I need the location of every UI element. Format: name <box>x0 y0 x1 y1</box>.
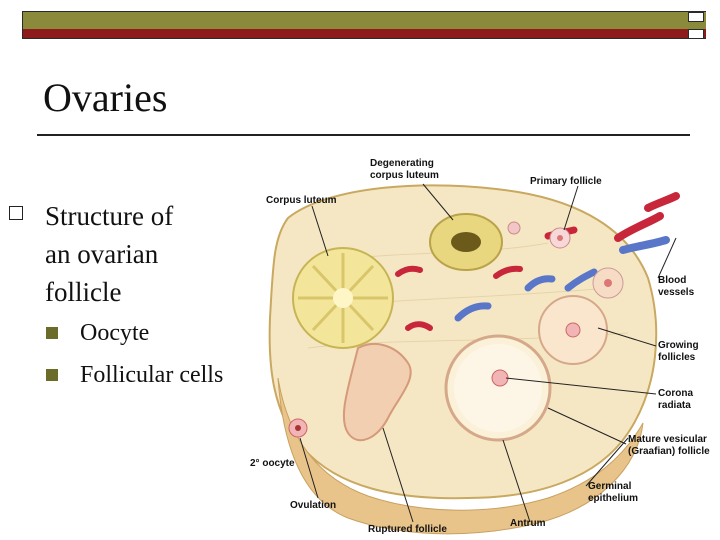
label-mature-2: (Graafian) follicle <box>628 446 710 457</box>
growing-follicle <box>538 295 608 365</box>
label-corpus-luteum: Corpus luteum <box>266 195 337 206</box>
label-degenerating-2: corpus luteum <box>370 170 439 181</box>
corner-square-bottom <box>688 29 704 39</box>
label-mature-1: Mature vesicular <box>628 434 707 445</box>
corner-square-top <box>688 12 704 22</box>
label-blood-1: Blood <box>658 275 686 286</box>
ovary-diagram: Degenerating corpus luteum Corpus luteum… <box>250 158 710 535</box>
bullet-box-icon <box>9 206 23 220</box>
label-germinal-2: epithelium <box>588 493 638 504</box>
label-growing-2: follicles <box>658 352 696 363</box>
label-primary-follicle: Primary follicle <box>530 176 602 187</box>
main-bullet-text: Structure of an ovarian follicle <box>45 197 245 311</box>
corpus-luteum-structure <box>292 247 394 349</box>
label-germinal-1: Germinal <box>588 481 632 492</box>
header-bar-olive <box>23 12 706 29</box>
label-corona-2: radiata <box>658 400 691 411</box>
main-bullet-line-3: follicle <box>45 277 122 307</box>
secondary-oocyte <box>288 418 308 438</box>
ruptured-follicle <box>342 343 412 442</box>
degenerating-corpus-luteum <box>429 213 503 271</box>
label-corona-1: Corona <box>658 388 693 399</box>
header-bar-red <box>23 29 706 38</box>
label-growing-1: Growing <box>658 340 699 351</box>
germinal-epithelium <box>277 377 644 535</box>
label-antrum: Antrum <box>510 518 546 529</box>
primary-follicles <box>507 221 624 299</box>
title-underline <box>37 134 690 136</box>
label-ovulation: Ovulation <box>290 500 336 511</box>
label-2nd-oocyte: 2° oocyte <box>250 458 295 469</box>
sub-bullet-square-icon <box>46 327 58 339</box>
label-degenerating-1: Degenerating <box>370 158 434 169</box>
label-blood-2: vessels <box>658 287 695 298</box>
main-bullet-line-2: an ovarian <box>45 239 159 269</box>
mature-graafian-follicle <box>444 334 552 442</box>
sub-bullet-follicular-cells: Follicular cells <box>80 362 224 388</box>
sub-bullet-square-icon <box>46 369 58 381</box>
slide-title: Ovaries <box>43 75 168 120</box>
sub-bullet-oocyte: Oocyte <box>80 320 150 346</box>
label-ruptured-follicle: Ruptured follicle <box>368 524 447 535</box>
main-bullet-line-1: Structure of <box>45 201 174 231</box>
